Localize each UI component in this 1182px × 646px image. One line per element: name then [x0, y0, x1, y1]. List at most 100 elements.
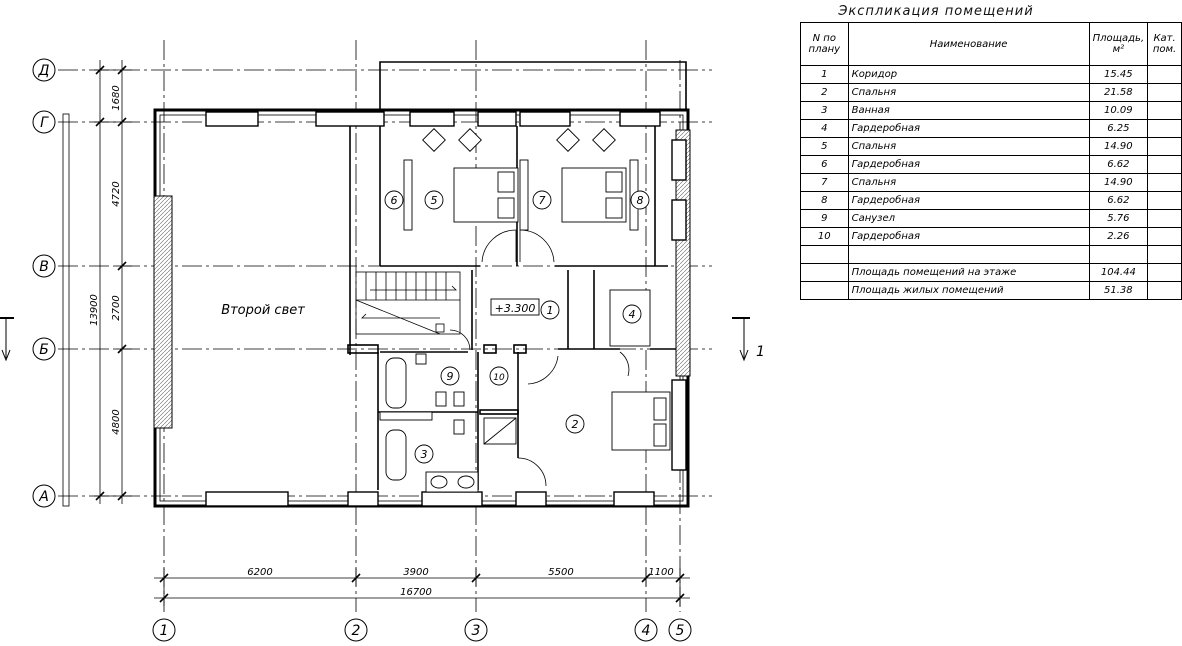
- room-number-4: 4: [629, 308, 636, 321]
- axis-2: 2: [352, 623, 361, 639]
- row-category: [1147, 101, 1182, 120]
- row-category: [1147, 209, 1182, 228]
- axis-4: 4: [642, 623, 651, 639]
- blank-cell: [847, 245, 1090, 264]
- row-num: 7: [800, 173, 849, 192]
- dim-left-4720: 4720: [111, 181, 122, 206]
- row-area: 6.25: [1088, 119, 1149, 138]
- dimension-lines: [62, 60, 690, 606]
- axis-labels: Д Г В Б А 1 2 3 4 5: [38, 63, 685, 639]
- room-number-2: 2: [572, 418, 579, 431]
- level-mark-value: +3.300: [495, 302, 536, 315]
- total-living-label: Площадь жилых помещений: [847, 281, 1090, 300]
- blank-cell: [1147, 245, 1182, 264]
- row-num: 10: [800, 227, 849, 246]
- table-header-row: N по плану Наименование Площадь, м² Кат.…: [800, 22, 1182, 66]
- row-category: [1147, 155, 1182, 174]
- dim-bottom-total: 16700: [400, 587, 432, 598]
- room-number-circles: [384, 190, 650, 464]
- room-number-3: 3: [421, 448, 428, 461]
- room-number-6: 6: [391, 194, 398, 207]
- row-name: Коридор: [847, 65, 1090, 84]
- axis-3: 3: [472, 623, 481, 639]
- total-living-value: 51.38: [1088, 281, 1149, 300]
- axis-B: Б: [39, 342, 49, 358]
- axis-1: 1: [160, 623, 169, 639]
- room-number-10: 10: [493, 373, 505, 383]
- dim-bottom-5500: 5500: [548, 567, 573, 578]
- axis-letter-markers: [32, 58, 692, 642]
- row-num: 8: [800, 191, 849, 210]
- row-name: Санузел: [847, 209, 1090, 228]
- staircase: [355, 271, 461, 335]
- row-category: [1147, 65, 1182, 84]
- row-name: Гардеробная: [847, 227, 1090, 246]
- dim-left-1680: 1680: [111, 85, 122, 110]
- blank-cell: [1088, 245, 1149, 264]
- row-name: Спальня: [847, 173, 1090, 192]
- row-name: Гардеробная: [847, 155, 1090, 174]
- row-num: 2: [800, 83, 849, 102]
- row-area: 6.62: [1088, 191, 1149, 210]
- row-num: [800, 263, 849, 282]
- row-area: 10.09: [1088, 101, 1149, 120]
- total-floor-label: Площадь помещений на этаже: [847, 263, 1090, 282]
- row-num: 9: [800, 209, 849, 228]
- level-mark: +3.300: [490, 298, 540, 316]
- header-area: Площадь, м²: [1088, 22, 1149, 66]
- row-category: [1147, 83, 1182, 102]
- row-area: 21.58: [1088, 83, 1149, 102]
- dim-left-4800: 4800: [111, 409, 122, 434]
- row-name: Гардеробная: [847, 119, 1090, 138]
- dim-bottom-1100: 1100: [648, 567, 673, 578]
- dim-bottom-3900: 3900: [403, 567, 428, 578]
- row-num: 3: [800, 101, 849, 120]
- header-num: N по плану: [800, 22, 849, 66]
- row-area: 14.90: [1088, 173, 1149, 192]
- row-name: Ванная: [847, 101, 1090, 120]
- row-category: [1147, 281, 1182, 300]
- exterior-walls: [153, 61, 691, 508]
- row-num: 4: [800, 119, 849, 138]
- row-area: 5.76: [1088, 209, 1149, 228]
- axis-5: 5: [676, 623, 685, 639]
- dimension-labels: 1680 4720 2700 4800 13900 6200 3900 5500…: [89, 85, 674, 598]
- row-category: [1147, 263, 1182, 282]
- room-number-7: 7: [539, 194, 546, 207]
- row-num: 6: [800, 155, 849, 174]
- room-schedule-table: N по плану Наименование Площадь, м² Кат.…: [800, 22, 1182, 300]
- axis-V: В: [39, 259, 49, 275]
- section-label: 1: [756, 344, 765, 360]
- dim-left-total: 13900: [89, 294, 100, 326]
- room-number-1: 1: [547, 304, 554, 317]
- room-number-5: 5: [431, 194, 438, 207]
- header-category: Кат. пом.: [1147, 22, 1182, 66]
- header-name: Наименование: [847, 22, 1090, 66]
- blank-cell: [800, 245, 849, 264]
- row-num: [800, 281, 849, 300]
- dimension-ticks: [95, 65, 685, 603]
- row-name: Спальня: [847, 137, 1090, 156]
- double-height-label: Второй свет: [221, 303, 305, 318]
- row-category: [1147, 227, 1182, 246]
- axis-A: А: [38, 489, 49, 505]
- room-number-8: 8: [637, 194, 644, 207]
- floor-plan-drawing: 1680 4720 2700 4800 13900 6200 3900 5500…: [0, 40, 765, 642]
- row-name: Спальня: [847, 83, 1090, 102]
- row-category: [1147, 137, 1182, 156]
- row-area: 6.62: [1088, 155, 1149, 174]
- total-floor-value: 104.44: [1088, 263, 1149, 282]
- dim-bottom-6200: 6200: [247, 567, 272, 578]
- row-category: [1147, 191, 1182, 210]
- row-category: [1147, 119, 1182, 138]
